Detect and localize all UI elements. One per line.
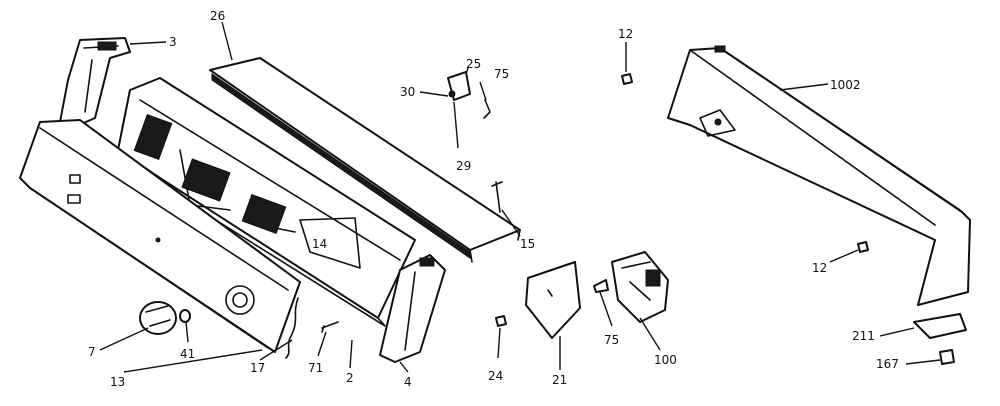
callout-2: 2 [346, 371, 354, 385]
part-clip-75 [593, 279, 609, 293]
callout-30: 30 [400, 85, 415, 99]
callout-12-top: 12 [618, 27, 633, 41]
callout-15: 15 [520, 237, 535, 251]
part-switch-cluster [447, 71, 491, 119]
part-rear-panel [667, 45, 971, 306]
part-clip-24 [495, 315, 507, 327]
callout-29: 29 [456, 159, 471, 173]
callout-14: 14 [312, 237, 327, 251]
callout-26: 26 [210, 9, 225, 23]
callout-7: 7 [88, 345, 96, 359]
callout-17: 17 [250, 361, 265, 375]
callout-21: 21 [552, 373, 567, 387]
callout-labels: 3 26 25 75 30 29 12 1002 15 14 12 7 41 1… [88, 9, 899, 389]
callout-25: 25 [466, 57, 481, 71]
callout-71: 71 [308, 361, 323, 375]
part-screw-15 [491, 181, 503, 213]
part-foot-167 [939, 349, 955, 365]
part-knob [139, 301, 177, 335]
part-wire-harness [285, 297, 299, 359]
part-timer [611, 251, 669, 323]
part-control-panel-front [19, 119, 301, 353]
leader-lines [99, 21, 941, 373]
callout-1002: 1002 [830, 78, 861, 92]
callout-3: 3 [169, 35, 177, 49]
callout-100: 100 [654, 353, 677, 367]
callout-12-lower: 12 [812, 261, 827, 275]
callout-41: 41 [180, 347, 195, 361]
part-screw-71 [321, 321, 339, 333]
callout-13: 13 [110, 375, 125, 389]
part-bracket-211 [913, 313, 967, 339]
part-clip-lower [857, 241, 869, 253]
callout-4: 4 [404, 375, 412, 389]
callout-167: 167 [876, 357, 899, 371]
callout-24: 24 [488, 369, 503, 383]
part-clip-top [621, 73, 633, 85]
part-knob-clip [179, 309, 191, 323]
callout-75-top: 75 [494, 67, 509, 81]
callout-75-lower: 75 [604, 333, 619, 347]
part-console-panel [117, 77, 416, 327]
part-left-end-cap [59, 37, 131, 129]
callout-211: 211 [852, 329, 875, 343]
part-right-end-cap [379, 254, 446, 363]
part-mounting-plate [525, 261, 581, 339]
